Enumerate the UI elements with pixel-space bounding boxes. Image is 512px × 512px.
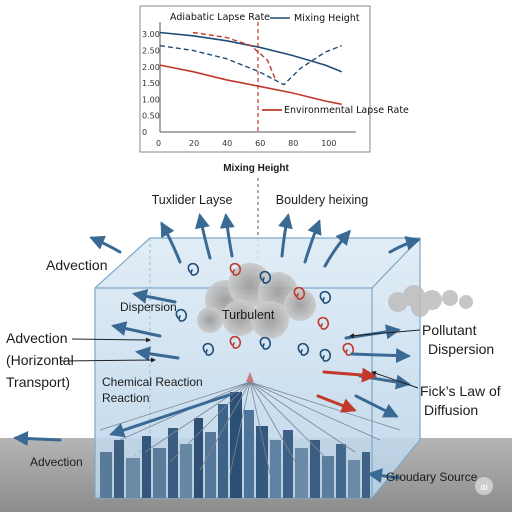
label-boundary-source: Groudary Source: [386, 470, 478, 484]
label-dispersion: Dispersion: [120, 300, 177, 314]
diffusion-arrows: [316, 367, 377, 413]
watermark-text: ai: [480, 482, 488, 493]
x-tick-label: 40: [222, 139, 232, 148]
label-ficks-law: Fick’s Law of: [420, 383, 501, 399]
box-hidden-edge: [94, 238, 151, 499]
x-tick-label: 100: [321, 139, 336, 148]
callout-lines: [59, 329, 421, 389]
label-advection-horizontal-1: Advection: [6, 330, 67, 346]
legend-mixing: Mixing Height: [294, 13, 360, 24]
label-chemical-reaction-1: Chemical Reaction: [102, 375, 203, 389]
label-turbulent: Turbulent: [222, 308, 275, 322]
label-advection-horizontal-3: Transport): [6, 374, 70, 390]
eddy-swirls: [175, 262, 354, 362]
x-tick-label: 20: [189, 139, 199, 148]
y-tick-labels: 3.00 2.50 2.00 1.50 1.00 0.50 0: [142, 30, 160, 137]
label-pollutant: Pollutant: [422, 322, 477, 338]
legend-environmental: Environmental Lapse Rate: [284, 105, 409, 116]
series-line-0: [159, 31, 342, 73]
x-tick-labels: 0 20 40 60 80 100: [156, 139, 336, 148]
y-tick-label: 2.00: [142, 63, 160, 72]
x-tick-label: 80: [288, 139, 298, 148]
series-line-2: [192, 31, 277, 81]
advection-arrows: [13, 288, 411, 484]
y-tick-label: 0.50: [142, 112, 160, 121]
label-chemical-reaction-2: Reaction: [102, 391, 149, 405]
chart-x-label: Mixing Height: [223, 163, 289, 174]
chart-frame: [139, 5, 371, 153]
watermark-badge: [475, 477, 493, 495]
pollutant-cloud: [388, 285, 473, 317]
series-line-3: [159, 64, 342, 106]
series-line-1: [159, 44, 342, 86]
emission-source: [246, 372, 254, 382]
city-skyline: [100, 392, 370, 498]
label-advection-left: Advection: [46, 257, 107, 273]
label-bouldery-heixing: Bouldery heixing: [276, 193, 368, 207]
label-advection-horizontal-2: (Horizontal: [6, 352, 74, 368]
y-tick-label: 0: [142, 128, 147, 137]
label-diffusion: Diffusion: [424, 402, 478, 418]
x-tick-label: 0: [156, 139, 161, 148]
lapse-rate-chart: 3.00 2.50 2.00 1.50 1.00 0.50 0 0 20 40 60 80 100 A…: [139, 5, 409, 174]
y-tick-label: 3.00: [142, 30, 160, 39]
label-advection-bottom: Advection: [30, 455, 83, 469]
legend-adiabatic: Adiabatic Lapse Rate: [170, 12, 270, 23]
vertical-mixing-arrows: [89, 213, 421, 268]
y-tick-label: 1.00: [142, 95, 160, 104]
x-tick-label: 60: [255, 139, 265, 148]
y-tick-label: 1.50: [142, 79, 160, 88]
chart-series: [159, 31, 342, 106]
label-tuxlider-layse: Tuxlider Layse: [152, 193, 233, 207]
y-tick-label: 2.50: [142, 46, 160, 55]
label-dispersion-right: Dispersion: [428, 341, 494, 357]
